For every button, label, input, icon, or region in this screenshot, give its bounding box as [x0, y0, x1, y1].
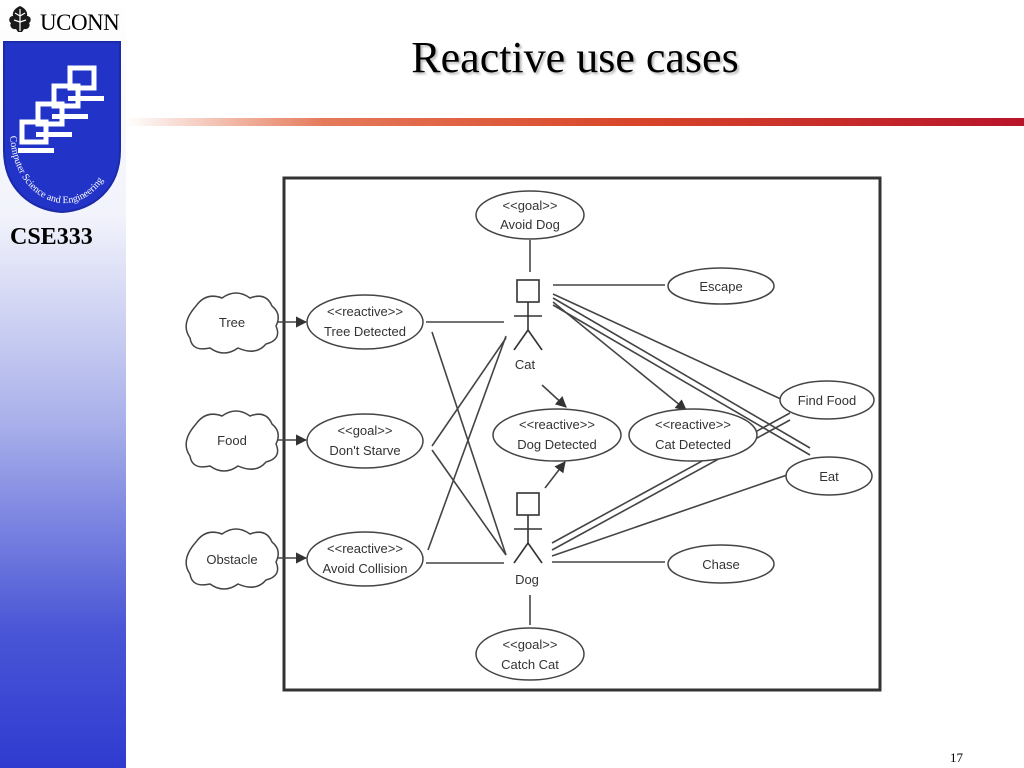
- svg-text:Avoid Collision: Avoid Collision: [322, 561, 407, 576]
- svg-text:Don't Starve: Don't Starve: [329, 443, 400, 458]
- svg-text:Dog Detected: Dog Detected: [517, 437, 597, 452]
- actor-dog-label: Dog: [515, 572, 539, 587]
- svg-text:<<reactive>>: <<reactive>>: [327, 541, 403, 556]
- use-case-avoid-dog: <<goal>> Avoid Dog: [475, 190, 585, 240]
- use-case-escape: Escape: [667, 267, 775, 305]
- svg-text:<<reactive>>: <<reactive>>: [519, 417, 595, 432]
- svg-text:Cat Detected: Cat Detected: [655, 437, 731, 452]
- actor-cat-label: Cat: [515, 357, 536, 372]
- cloud-obstacle-label: Obstacle: [206, 552, 257, 567]
- svg-text:Find Food: Find Food: [798, 393, 857, 408]
- uconn-wordmark: UCONN: [40, 10, 120, 35]
- actor-dog-head: [516, 492, 540, 516]
- svg-text:Chase: Chase: [702, 557, 740, 572]
- use-case-dog-detected: <<reactive>> Dog Detected: [492, 408, 622, 462]
- use-case-avoid-collision: <<reactive>> Avoid Collision: [306, 531, 424, 587]
- cloud-tree: Tree: [185, 292, 279, 354]
- use-case-eat: Eat: [785, 456, 873, 496]
- arrows: [274, 301, 687, 564]
- svg-text:Escape: Escape: [699, 279, 742, 294]
- title-rule: [126, 118, 1024, 126]
- use-case-dont-starve: <<goal>> Don't Starve: [306, 413, 424, 469]
- slide-title: Reactive use cases: [411, 33, 739, 82]
- cloud-tree-label: Tree: [219, 315, 245, 330]
- svg-text:<<reactive>>: <<reactive>>: [655, 417, 731, 432]
- actor-cat-head: [516, 279, 540, 303]
- sidebar: UCONN Computer Science and Engineering C…: [0, 0, 126, 768]
- uconn-brand: UCONN: [6, 4, 120, 38]
- svg-text:Catch Cat: Catch Cat: [501, 657, 559, 672]
- svg-text:Avoid Dog: Avoid Dog: [500, 217, 560, 232]
- svg-text:<<goal>>: <<goal>>: [338, 423, 393, 438]
- course-code: CSE333: [10, 224, 93, 250]
- page-number: 17: [950, 750, 963, 765]
- svg-text:<<goal>>: <<goal>>: [503, 198, 558, 213]
- cloud-food-label: Food: [217, 433, 247, 448]
- use-case-catch-cat: <<goal>> Catch Cat: [475, 627, 585, 681]
- use-case-tree-detected: <<reactive>> Tree Detected: [306, 294, 424, 350]
- actor-cat: [513, 279, 543, 351]
- use-case-find-food: Find Food: [779, 380, 875, 420]
- svg-text:<<reactive>>: <<reactive>>: [327, 304, 403, 319]
- svg-text:<<goal>>: <<goal>>: [503, 637, 558, 652]
- cloud-obstacle: Obstacle: [185, 528, 279, 590]
- cse-logo: Computer Science and Engineering: [3, 41, 121, 214]
- svg-text:Tree Detected: Tree Detected: [324, 324, 406, 339]
- svg-text:Eat: Eat: [819, 469, 839, 484]
- oak-leaf-icon: [9, 6, 31, 32]
- use-case-chase: Chase: [667, 544, 775, 584]
- use-case-cat-detected: <<reactive>> Cat Detected: [628, 408, 758, 462]
- cloud-food: Food: [185, 410, 279, 472]
- actor-dog: [513, 492, 543, 564]
